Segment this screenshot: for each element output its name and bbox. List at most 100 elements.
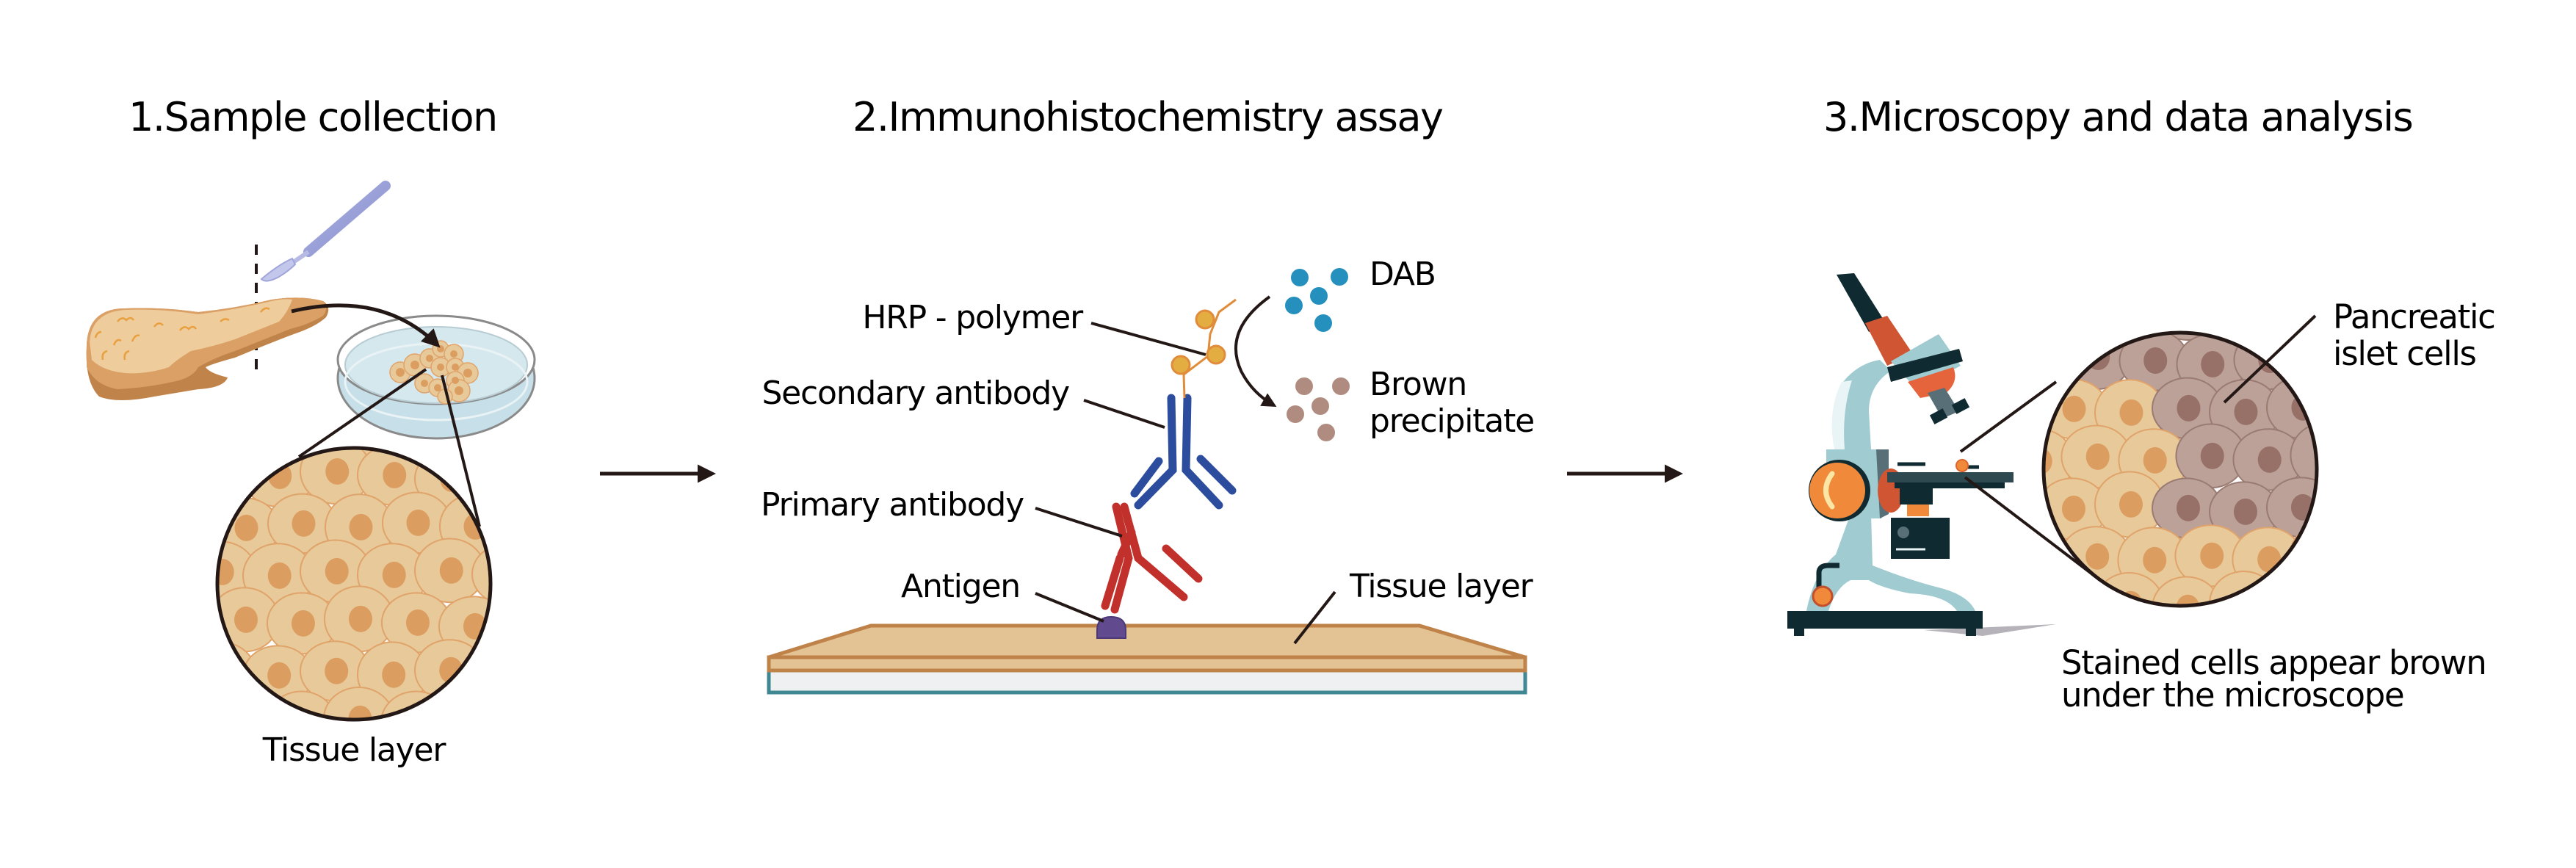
cell-nucleus [497,461,521,488]
cell [2044,576,2107,606]
cell-nucleus [463,704,487,720]
cell-nucleus [2177,295,2201,322]
cell-nucleus [2177,394,2201,422]
cell-nucleus [325,557,349,585]
cell-nucleus [2120,300,2143,326]
cell-nucleus [177,611,200,637]
islet-leader [2223,314,2317,404]
cell-nucleus [348,605,372,632]
cell-nucleus [235,415,258,441]
tissue-layer-label-1: Tissue layer [262,731,447,769]
cell [217,641,256,703]
cell-nucleus [382,661,406,688]
cell-nucleus [2176,494,2200,521]
cell-nucleus [291,610,315,637]
cell [217,493,222,555]
sample-on-stage [1955,459,1969,472]
caption-line-1: Stained cells appear brown [2061,643,2486,682]
cell [471,448,491,505]
cell-nucleus [267,662,292,689]
cell-nucleus [2005,492,2028,518]
cell-nucleus [2233,498,2257,525]
zoom-leader-line [297,368,427,458]
caption-line-2: under the microscope [2061,676,2403,715]
brown-precipitate-label-line-1: Brown [1370,366,1466,403]
cell-nucleus [217,558,234,585]
hrp-polymer-label: HRP - polymer [862,299,1084,336]
cell-nucleus [217,658,234,685]
cell-nucleus [2061,495,2085,522]
cell [217,448,258,505]
dab-dots-icon [1285,268,1348,332]
cell [2209,333,2281,344]
cell-nucleus [292,411,316,437]
cell [2290,422,2317,489]
antigen-label: Antigen [901,568,1020,605]
cell-nucleus [234,706,258,720]
primary-leader [1035,507,1123,538]
cell-nucleus [2063,296,2086,322]
cell-nucleus [2201,350,2225,377]
step-3-microscopy: Pancreatic islet cells Stained cells app… [1787,273,2496,715]
cell-nucleus [2005,300,2029,327]
secondary-antibody-icon [1130,394,1237,510]
cell-nucleus [2200,542,2224,569]
cell-nucleus [349,513,373,540]
cell-nucleus [2143,546,2167,574]
cell [268,448,337,455]
cell-nucleus [2004,592,2027,618]
cell-nucleus [2200,442,2224,469]
tissue-layer-label-2: Tissue layer [1349,568,1534,605]
tissue-slide-icon [767,623,1527,695]
cell-nucleus [406,509,430,536]
cell-nucleus [2235,299,2258,325]
step-1-sample-collection: Tissue layer [86,181,536,769]
step-3-title: 3.Microscopy and data analysis [1823,94,2412,140]
cell [2044,333,2052,347]
cell [2152,576,2221,606]
cell [217,690,223,720]
cell-nucleus [2119,491,2143,518]
cell [471,641,491,707]
cell-nucleus [2292,294,2315,321]
cell-nucleus [2044,547,2052,574]
tissue-cells-magnified-icon [177,411,521,722]
zoom-leader-line [1964,476,2102,582]
step-2-title: 2.Immunohistochemistry assay [853,94,1443,140]
islet-cells-label-line-1: Pancreatic [2333,297,2495,336]
brown-precipitate-dots-icon [1287,377,1350,441]
transfer-arrow [291,303,441,348]
cell [471,543,491,606]
cell-nucleus [2085,443,2110,470]
cell-nucleus [2234,398,2258,425]
cell-nucleus [439,557,463,584]
cell [217,448,222,455]
microscope-icon [1787,273,2056,636]
cell-nucleus [2119,399,2143,426]
cell [2266,576,2317,606]
cell-nucleus [2176,594,2200,606]
pancreas-icon [86,297,329,400]
cell-nucleus [405,609,430,636]
stained-cells-magnified-icon [2004,294,2319,618]
primary-antibody-icon [1101,502,1203,614]
cell-nucleus [383,461,407,488]
cell-nucleus [2315,441,2317,469]
cell-nucleus [178,411,201,438]
cell-nucleus [2143,446,2167,474]
brown-precipitate-label-line-2: precipitate [1370,402,1534,440]
cell-nucleus [2085,543,2110,570]
cell-nucleus [2290,593,2315,606]
cell-nucleus [2062,395,2086,422]
reaction-arrow [1234,295,1277,407]
antigen-leader [1035,592,1104,623]
petri-dish-icon [336,314,536,440]
cell-nucleus [2061,595,2085,606]
dab-label: DAB [1370,256,1436,293]
cell [2044,333,2074,393]
cell [2209,571,2279,606]
cell-nucleus [463,513,488,540]
hrp-polymer-icon [1171,298,1237,399]
secondary-antibody-label: Secondary antibody [761,375,1069,412]
cell-nucleus [496,661,520,687]
